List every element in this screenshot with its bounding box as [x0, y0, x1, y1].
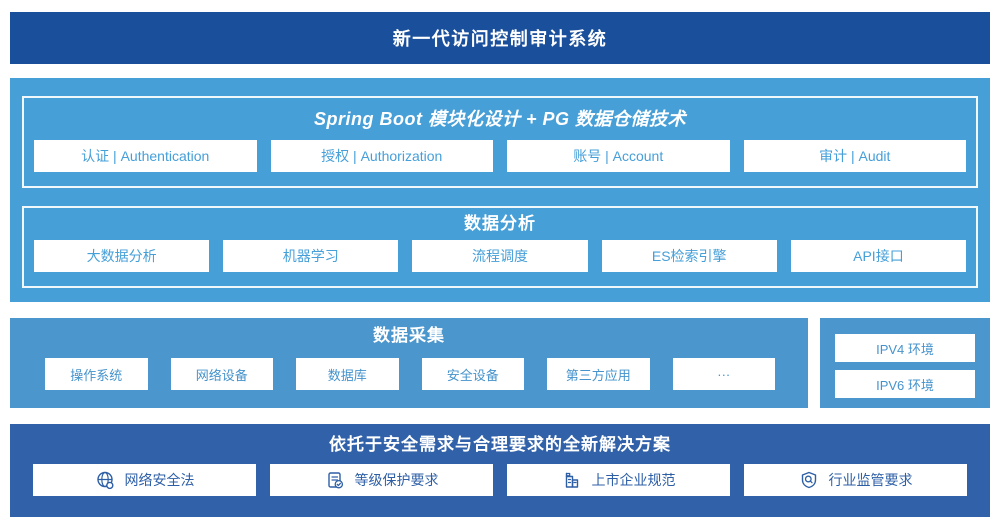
regulation-label: 网络安全法 — [124, 472, 195, 488]
regulation-row: 网络安全法 等级保护要求 — [33, 464, 967, 496]
data-collection-title: 数据采集 — [373, 326, 445, 345]
solution-section: 依托于安全需求与合理要求的全新解决方案 网络安全法 — [10, 424, 990, 517]
module-authentication: 认证 | Authentication — [34, 140, 257, 172]
source-network-device: 网络设备 — [170, 358, 273, 390]
globe-icon — [96, 471, 114, 490]
regulation-label: 等级保护要求 — [354, 472, 439, 488]
module-api-interface: API接口 — [790, 240, 967, 272]
regulation-classified-protection: 等级保护要求 — [270, 464, 493, 496]
source-security-device: 安全设备 — [421, 358, 524, 390]
regulation-label: 行业监管要求 — [828, 472, 913, 488]
module-workflow-scheduling: 流程调度 — [412, 240, 588, 272]
regulation-label: 上市企业规范 — [591, 472, 676, 488]
data-analysis-title: 数据分析 — [464, 214, 536, 233]
module-authorization: 授权 | Authorization — [270, 140, 493, 172]
ipv6-environment: IPV6 环境 — [835, 370, 975, 398]
module-audit: 审计 | Audit — [743, 140, 966, 172]
shield-search-icon — [801, 471, 816, 489]
analysis-module-row: 大数据分析 机器学习 流程调度 ES检索引擎 API接口 — [34, 240, 967, 272]
module-es-search-engine: ES检索引擎 — [601, 240, 777, 272]
source-operating-system: 操作系统 — [45, 358, 148, 390]
data-analysis-panel: 数据分析 大数据分析 机器学习 流程调度 ES检索引擎 API接口 — [22, 206, 978, 288]
ip-environment-section: IPV4 环境 IPV6 环境 — [820, 318, 990, 408]
source-ellipsis: ··· — [672, 358, 775, 390]
module-bigdata-analysis: 大数据分析 — [34, 240, 210, 272]
springboot-panel-title: Spring Boot 模块化设计 + PG 数据仓储技术 — [313, 109, 686, 129]
solution-title: 依托于安全需求与合理要求的全新解决方案 — [329, 435, 671, 454]
data-collection-section: 数据采集 操作系统 网络设备 数据库 安全设备 第三方应用 ··· — [10, 318, 808, 408]
springboot-panel: Spring Boot 模块化设计 + PG 数据仓储技术 认证 | Authe… — [22, 96, 978, 188]
building-icon — [565, 472, 578, 488]
regulation-listed-company: 上市企业规范 — [507, 464, 730, 496]
ipv4-environment: IPV4 环境 — [835, 334, 975, 362]
regulation-industry-supervision: 行业监管要求 — [744, 464, 967, 496]
regulation-cybersecurity-law: 网络安全法 — [33, 464, 256, 496]
module-account: 账号 | Account — [507, 140, 730, 172]
system-title: 新一代访问控制审计系统 — [392, 29, 608, 49]
auth-module-row: 认证 | Authentication 授权 | Authorization 账… — [34, 140, 966, 172]
module-machine-learning: 机器学习 — [223, 240, 399, 272]
source-third-party-app: 第三方应用 — [547, 358, 650, 390]
document-check-icon — [327, 472, 343, 489]
source-database: 数据库 — [296, 358, 399, 390]
platform-section: Spring Boot 模块化设计 + PG 数据仓储技术 认证 | Authe… — [10, 78, 990, 302]
top-banner: 新一代访问控制审计系统 — [10, 12, 990, 64]
collection-source-row: 操作系统 网络设备 数据库 安全设备 第三方应用 ··· — [45, 358, 775, 390]
